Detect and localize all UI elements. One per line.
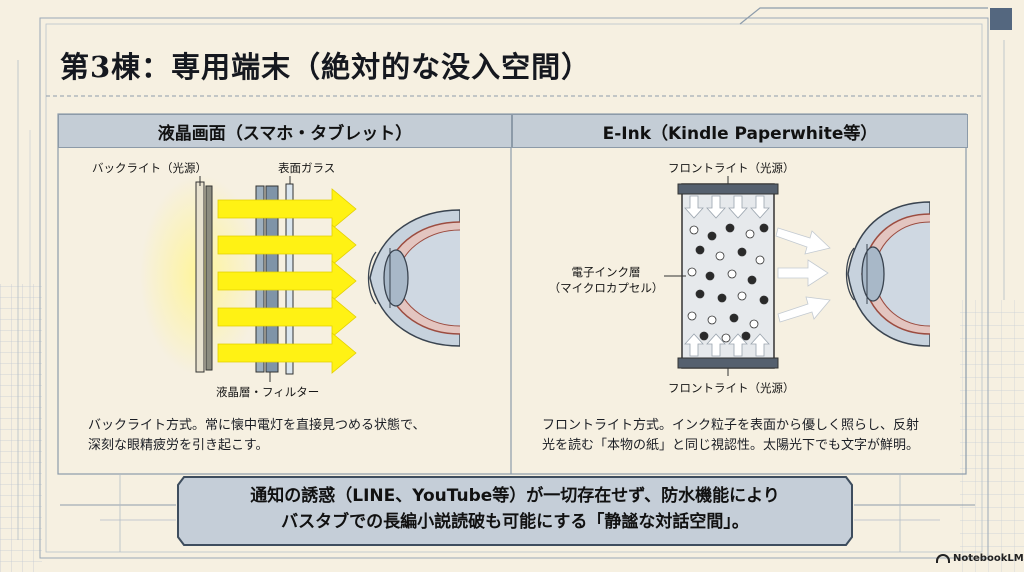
backlight-arrows xyxy=(217,188,357,374)
front-light-arrows-top xyxy=(684,195,770,219)
label-ink-layer-line2: （マイクロカプセル） xyxy=(548,281,664,295)
light-arrow xyxy=(217,296,357,338)
front-light-bottom xyxy=(677,357,779,369)
notebooklm-logo-text: NotebookLM xyxy=(953,553,1024,564)
grid-pattern-left xyxy=(0,284,42,572)
eink-description: フロントライト方式。インク粒子を表面から優しく照らし、反射 光を読む「本物の紙」… xyxy=(542,416,919,456)
light-arrow xyxy=(217,188,357,230)
label-liquid-crystal: 液晶層・フィルター xyxy=(216,385,320,399)
label-front-light-bottom: フロントライト（光源） xyxy=(668,381,795,395)
lcd-description-line1: バックライト方式。常に懐中電灯を直接見つめる状態で、 xyxy=(88,418,426,433)
summary-line1: 通知の誘惑（LINE、YouTube等）が一切存在せず、防水機能により xyxy=(250,486,780,506)
lcd-description: バックライト方式。常に懐中電灯を直接見つめる状態で、 深刻な眼精疲労を引き起こす… xyxy=(88,416,425,456)
eink-diagram xyxy=(664,176,930,376)
label-surface-glass: 表面ガラス xyxy=(278,161,336,175)
lcd-description-line2: 深刻な眼精疲労を引き起こす。 xyxy=(88,438,269,453)
label-ink-layer: 電子インク層 （マイクロカプセル） xyxy=(544,264,668,296)
label-ink-layer-line1: 電子インク層 xyxy=(571,265,641,279)
summary-text: 通知の誘惑（LINE、YouTube等）が一切存在せず、防水機能により バスタブ… xyxy=(176,483,854,535)
front-light-arrows-bottom xyxy=(684,333,770,357)
reflected-light-arrows xyxy=(775,227,831,323)
front-light-top xyxy=(677,183,779,195)
grid-pattern-right xyxy=(960,300,1024,572)
eink-panel-header: E-Ink（Kindle Paperwhite等） xyxy=(512,114,968,148)
light-arrow xyxy=(217,224,357,266)
lcd-panel-header: 液晶画面（スマホ・タブレット） xyxy=(58,114,512,148)
lcd-diagram xyxy=(140,175,460,382)
label-front-light-top: フロントライト（光源） xyxy=(668,161,795,175)
summary-banner xyxy=(177,476,853,546)
backlight-layer xyxy=(205,185,213,371)
notebooklm-logo-icon xyxy=(936,554,950,563)
accent-square xyxy=(990,8,1012,30)
summary-line2: バスタブでの長編小説読破も可能にする「静謐な対話空間」。 xyxy=(281,512,749,532)
eye-illustration xyxy=(367,209,460,347)
label-backlight: バックライト（光源） xyxy=(92,161,207,175)
eink-description-line1: フロントライト方式。インク粒子を表面から優しく照らし、反射 xyxy=(542,418,920,433)
ink-microcapsules xyxy=(687,223,769,343)
page-title: 第3棟：専用端末（絶対的な没入空間） xyxy=(60,50,592,84)
light-arrow xyxy=(217,260,357,302)
backlight-panel xyxy=(195,181,205,373)
light-arrow xyxy=(217,332,357,374)
eink-description-line2: 光を読む「本物の紙」と同じ視認性。太陽光下でも文字が鮮明。 xyxy=(542,438,920,453)
eye-illustration xyxy=(845,201,930,347)
notebooklm-logo: NotebookLM xyxy=(936,553,1024,564)
